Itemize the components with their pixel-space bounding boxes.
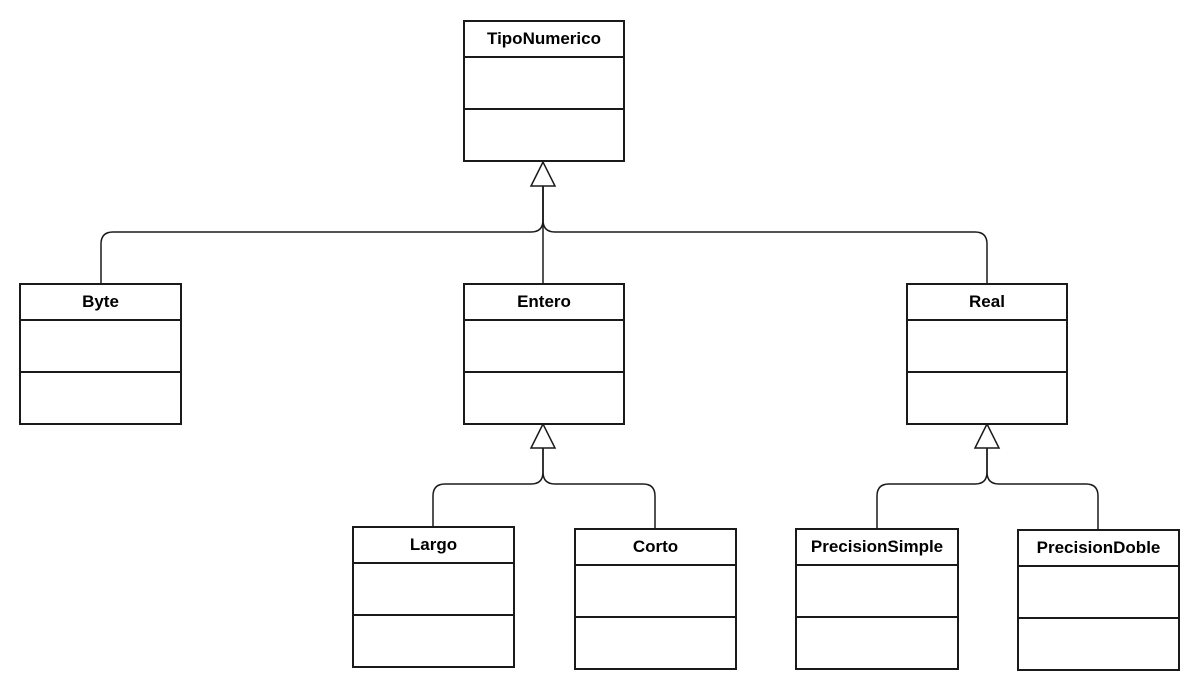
class-methods-corto (576, 618, 735, 668)
class-attributes-entero (465, 321, 623, 373)
class-entero[interactable]: Entero (463, 283, 625, 425)
class-methods-byte (21, 373, 180, 423)
class-methods-entero (465, 373, 623, 423)
connector-corto-to-entero (542, 448, 656, 528)
connector-precisiondoble-to-real (986, 448, 1099, 529)
class-attributes-byte (21, 321, 180, 373)
inheritance-arrow-real (973, 422, 1001, 449)
class-corto[interactable]: Corto (574, 528, 737, 670)
class-name-precisiondoble: PrecisionDoble (1019, 531, 1178, 567)
class-attributes-precisionsimple (797, 566, 957, 618)
class-name-tiponumerico: TipoNumerico (465, 22, 623, 58)
class-methods-largo (354, 616, 513, 666)
class-precisionsimple[interactable]: PrecisionSimple (795, 528, 959, 670)
class-methods-real (908, 373, 1066, 423)
class-name-largo: Largo (354, 528, 513, 564)
inheritance-arrow-tiponumerico (529, 160, 557, 187)
class-methods-precisionsimple (797, 618, 957, 668)
class-attributes-largo (354, 564, 513, 616)
class-attributes-real (908, 321, 1066, 373)
class-name-entero: Entero (465, 285, 623, 321)
class-name-corto: Corto (576, 530, 735, 566)
class-name-byte: Byte (21, 285, 180, 321)
inheritance-arrow-entero (529, 422, 557, 449)
inheritance-real (876, 422, 1099, 529)
class-name-precisionsimple: PrecisionSimple (797, 530, 957, 566)
class-byte[interactable]: Byte (19, 283, 182, 425)
class-attributes-precisiondoble (1019, 567, 1178, 619)
class-tiponumerico[interactable]: TipoNumerico (463, 20, 625, 162)
class-precisiondoble[interactable]: PrecisionDoble (1017, 529, 1180, 671)
inheritance-tiponumerico (100, 160, 988, 283)
class-methods-precisiondoble (1019, 619, 1178, 669)
class-largo[interactable]: Largo (352, 526, 515, 668)
class-real[interactable]: Real (906, 283, 1068, 425)
connector-byte-to-tiponumerico (100, 186, 544, 283)
connector-largo-to-entero (432, 448, 544, 526)
connector-precisionsimple-to-real (876, 448, 988, 528)
class-methods-tiponumerico (465, 110, 623, 160)
class-attributes-corto (576, 566, 735, 618)
inheritance-entero (432, 422, 656, 528)
class-name-real: Real (908, 285, 1066, 321)
class-attributes-tiponumerico (465, 58, 623, 110)
connector-real-to-tiponumerico (542, 186, 988, 283)
